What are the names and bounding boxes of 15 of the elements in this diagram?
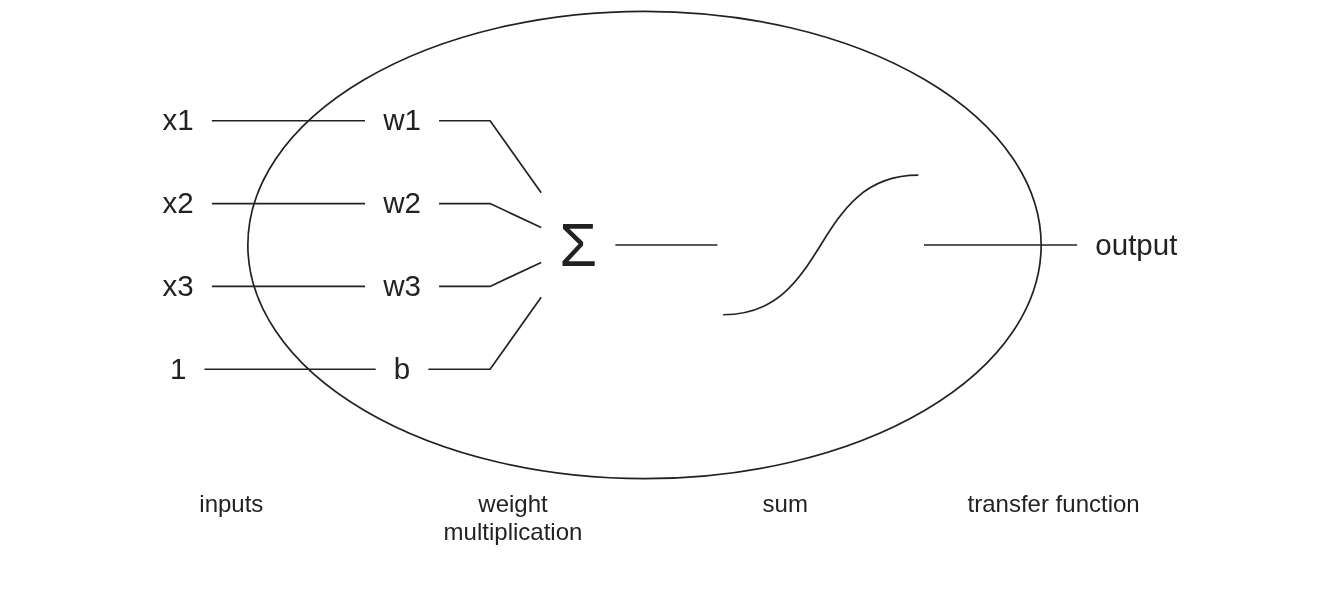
text-label: w3 [382,268,421,303]
text-label: w2 [382,186,421,221]
column-caption: transfer function [967,490,1140,519]
text-label: x3 [162,268,194,303]
text-label: b [393,351,410,386]
column-caption: weight multiplication [442,490,584,546]
text-label: output [1094,227,1177,262]
text-label: Σ [558,210,597,279]
text-label: w1 [382,103,421,138]
column-caption: sum [762,490,808,519]
text-label: x2 [162,186,194,221]
text-label: x1 [162,103,194,138]
text-label: 1 [169,351,186,386]
sigmoid-curve-icon [721,174,919,316]
column-caption: inputs [199,490,264,519]
